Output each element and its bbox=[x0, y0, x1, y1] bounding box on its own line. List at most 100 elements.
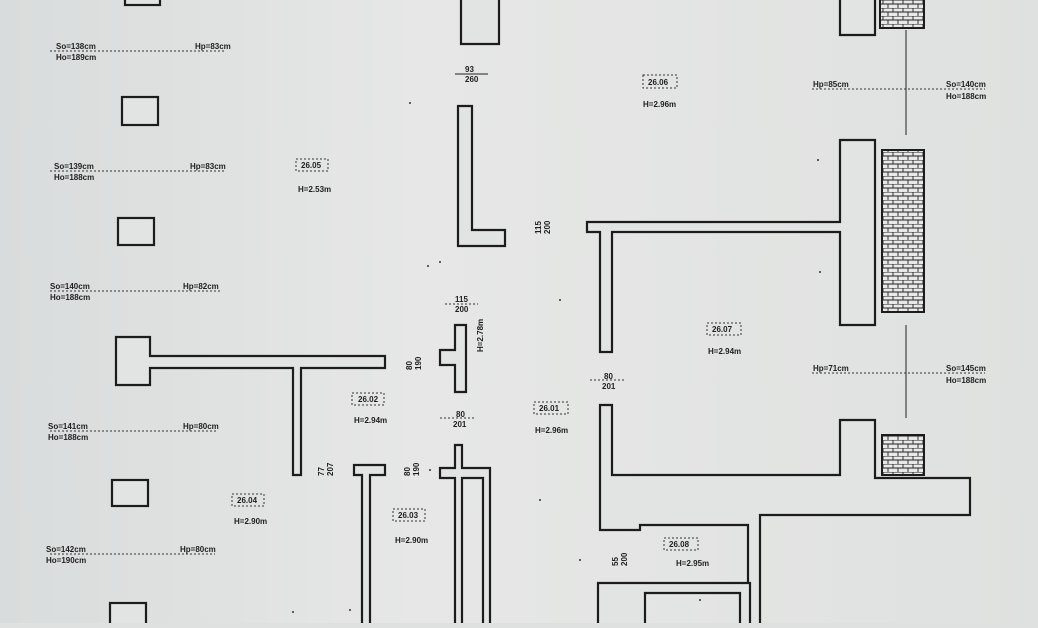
opening-height: Ho=188cm bbox=[946, 92, 986, 101]
sill-height: Hp=71cm bbox=[813, 364, 849, 373]
room-height: H=2.53m bbox=[298, 185, 331, 194]
sill-width: So=145cm bbox=[946, 364, 986, 373]
room-number: 26.07 bbox=[712, 325, 733, 334]
room-height: H=2.94m bbox=[354, 416, 387, 425]
window-opening bbox=[108, 601, 148, 628]
room-26-07: 26.07 H=2.94m bbox=[706, 322, 742, 356]
door-width: 93 bbox=[465, 65, 474, 74]
window-label-left-5: So=142cm Ho=190cm Hp=80cm bbox=[46, 545, 216, 565]
room-height: H=2.96m bbox=[535, 426, 568, 435]
room-number: 26.03 bbox=[398, 511, 419, 520]
room-height: H=2.95m bbox=[676, 559, 709, 568]
sill-width: So=141cm bbox=[48, 422, 88, 431]
sill-width: So=138cm bbox=[56, 42, 96, 51]
corridor-height: H=2.78m bbox=[476, 319, 485, 352]
door-dim-80-190: 80 190 bbox=[405, 356, 423, 370]
door-height: 207 bbox=[326, 462, 335, 476]
window-label-left-1: So=138cm Ho=189cm Hp=83cm bbox=[56, 42, 231, 62]
door-width: 77 bbox=[317, 467, 326, 476]
sill-width: So=140cm bbox=[946, 80, 986, 89]
door-width: 80 bbox=[456, 410, 465, 419]
window-label-right-1: Hp=85cm So=140cm Ho=188cm bbox=[813, 80, 986, 101]
door-dim-55-200: 55 200 bbox=[611, 552, 629, 566]
door-height: 260 bbox=[465, 75, 479, 84]
door-dim-80-201-right: 80 201 bbox=[590, 372, 625, 391]
wall-segment bbox=[438, 443, 492, 628]
opening-height: Ho=188cm bbox=[48, 433, 88, 442]
door-height: 200 bbox=[620, 552, 629, 566]
room-number: 26.01 bbox=[539, 404, 560, 413]
door-dim-115-200-vertical: 115 200 bbox=[534, 220, 552, 234]
door-width: 115 bbox=[455, 295, 468, 304]
room-number: 26.06 bbox=[648, 78, 669, 87]
door-width: 80 bbox=[405, 361, 414, 370]
sill-height: Hp=82cm bbox=[183, 282, 219, 291]
window-label-right-2: Hp=71cm So=145cm Ho=188cm bbox=[813, 364, 986, 385]
door-dim-77-207: 77 207 bbox=[317, 462, 335, 476]
door-height: 190 bbox=[412, 462, 421, 476]
room-26-02: 26.02 H=2.94m bbox=[351, 392, 387, 425]
room-number: 26.05 bbox=[301, 161, 322, 170]
door-dim-80-190-lower: 80 190 bbox=[403, 462, 421, 476]
opening-height: Ho=188cm bbox=[54, 173, 94, 182]
room-height: H=2.96m bbox=[643, 100, 676, 109]
brick-chimney bbox=[881, 434, 925, 476]
door-height: 201 bbox=[602, 382, 616, 391]
door-height: 190 bbox=[414, 356, 423, 370]
door-width: 80 bbox=[403, 467, 412, 476]
door-width: 80 bbox=[604, 372, 613, 381]
wall-segment bbox=[598, 403, 972, 628]
opening-height: Ho=189cm bbox=[56, 53, 96, 62]
room-26-08: 26.08 H=2.95m bbox=[663, 537, 709, 568]
sill-height: Hp=85cm bbox=[813, 80, 849, 89]
window-label-left-4: So=141cm Ho=188cm Hp=80cm bbox=[48, 422, 219, 442]
sill-height: Hp=80cm bbox=[180, 545, 216, 554]
door-dim-115-200: 115 200 bbox=[445, 295, 478, 314]
sill-width: So=142cm bbox=[46, 545, 86, 554]
room-height: H=2.90m bbox=[395, 536, 428, 545]
door-dim-93-260: 93 260 bbox=[455, 65, 488, 84]
window-label-left-3: So=140cm Ho=188cm Hp=82cm bbox=[50, 282, 219, 302]
window-opening bbox=[110, 478, 150, 508]
sill-width: So=139cm bbox=[54, 162, 94, 171]
wall-segment bbox=[585, 138, 877, 354]
sill-height: Hp=83cm bbox=[195, 42, 231, 51]
room-height: H=2.94m bbox=[708, 347, 741, 356]
opening-height: Ho=190cm bbox=[46, 556, 86, 565]
wall-segment bbox=[459, 0, 501, 46]
door-width: 115 bbox=[534, 221, 543, 234]
brick-chimney bbox=[881, 149, 925, 313]
wall-segment bbox=[438, 323, 468, 394]
window-opening bbox=[120, 95, 160, 127]
room-number: 26.04 bbox=[237, 496, 258, 505]
wall-segment bbox=[838, 0, 877, 37]
door-height: 200 bbox=[543, 220, 552, 234]
scan-noise bbox=[292, 102, 821, 613]
opening-height: Ho=188cm bbox=[946, 376, 986, 385]
door-height: 200 bbox=[455, 305, 469, 314]
window-label-left-2: So=139cm Ho=188cm Hp=83cm bbox=[54, 162, 226, 182]
brick-chimney bbox=[879, 0, 925, 29]
room-number: 26.02 bbox=[358, 395, 379, 404]
sill-height: Hp=83cm bbox=[190, 162, 226, 171]
sill-width: So=140cm bbox=[50, 282, 90, 291]
wall-segment bbox=[352, 463, 387, 628]
room-26-01: 26.01 H=2.96m bbox=[533, 401, 569, 435]
door-dim-80-201: 80 201 bbox=[440, 410, 475, 429]
window-opening bbox=[116, 216, 156, 247]
window-dimension-lines bbox=[50, 50, 985, 555]
room-height: H=2.90m bbox=[234, 517, 267, 526]
room-26-03: 26.03 H=2.90m bbox=[392, 508, 428, 545]
door-height: 201 bbox=[453, 420, 467, 429]
room-26-05: 26.05 H=2.53m bbox=[295, 158, 331, 194]
wall-segment bbox=[596, 581, 752, 628]
room-number: 26.08 bbox=[669, 540, 690, 549]
door-width: 55 bbox=[611, 557, 620, 566]
wall-segment bbox=[456, 104, 507, 248]
room-26-06: 26.06 H=2.96m bbox=[642, 74, 678, 109]
partition-wall bbox=[114, 335, 387, 477]
room-26-04: 26.04 H=2.90m bbox=[231, 493, 267, 526]
sill-height: Hp=80cm bbox=[183, 422, 219, 431]
